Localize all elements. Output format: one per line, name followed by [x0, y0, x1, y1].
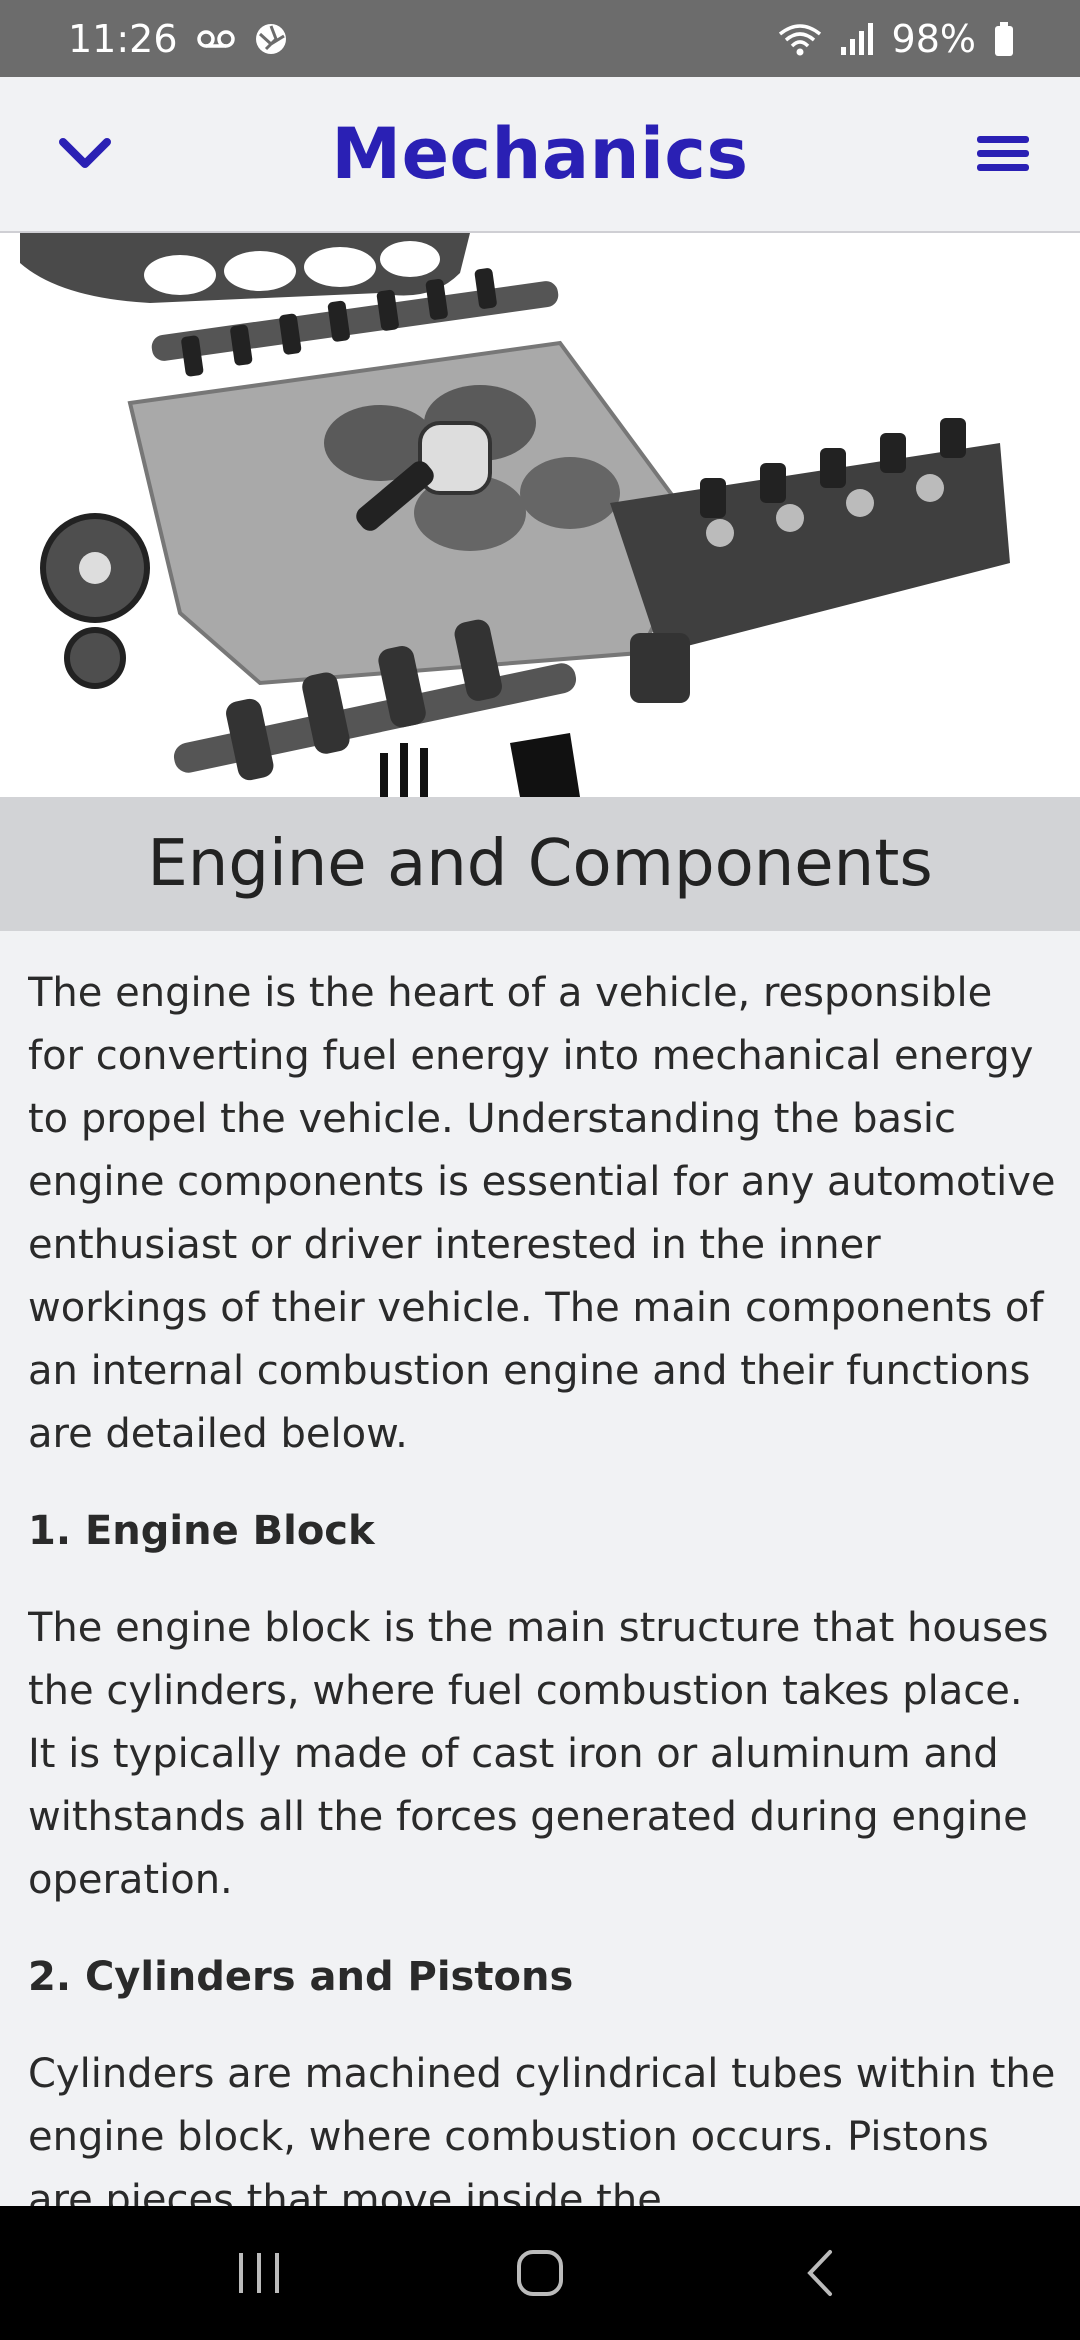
recent-apps-icon: [239, 2253, 279, 2293]
section-body-engine-block: The engine block is the main structure t…: [28, 1605, 1049, 1903]
battery-icon: [994, 21, 1014, 56]
system-nav-bar: [0, 2206, 1080, 2340]
aperture-icon: [254, 22, 288, 56]
app-bar: Mechanics: [0, 77, 1080, 233]
section-body-cylinders-pistons: Cylinders are machined cylindrical tubes…: [28, 2051, 1056, 2206]
app-title: Mechanics: [331, 113, 749, 195]
engine-parts-icon: [20, 233, 1010, 797]
intro-paragraph: The engine is the heart of a vehicle, re…: [28, 970, 1056, 1457]
collapse-button[interactable]: [52, 121, 118, 187]
section-heading-engine-block: 1. Engine Block: [28, 1508, 375, 1554]
menu-button[interactable]: [970, 121, 1036, 187]
status-right: 98%: [778, 17, 1014, 61]
recent-apps-button[interactable]: [220, 2233, 300, 2313]
back-icon: [807, 2250, 832, 2296]
status-left: 11:26: [68, 17, 288, 61]
back-button[interactable]: [780, 2233, 860, 2313]
status-time: 11:26: [68, 16, 178, 61]
home-icon: [517, 2250, 563, 2296]
home-button[interactable]: [500, 2233, 580, 2313]
wifi-icon: [778, 22, 822, 56]
menu-icon: [977, 136, 1029, 171]
chevron-down-icon: [59, 138, 111, 168]
voicemail-icon: [196, 27, 236, 51]
article-content[interactable]: The engine is the heart of a vehicle, re…: [28, 962, 1058, 2206]
section-title: Engine and Components: [0, 797, 1080, 931]
section-heading-cylinders-pistons: 2. Cylinders and Pistons: [28, 1954, 574, 2000]
battery-percent: 98%: [891, 16, 976, 61]
hero-image: [0, 233, 1080, 797]
status-bar: 11:26 98%: [0, 0, 1080, 77]
signal-icon: [840, 22, 874, 55]
